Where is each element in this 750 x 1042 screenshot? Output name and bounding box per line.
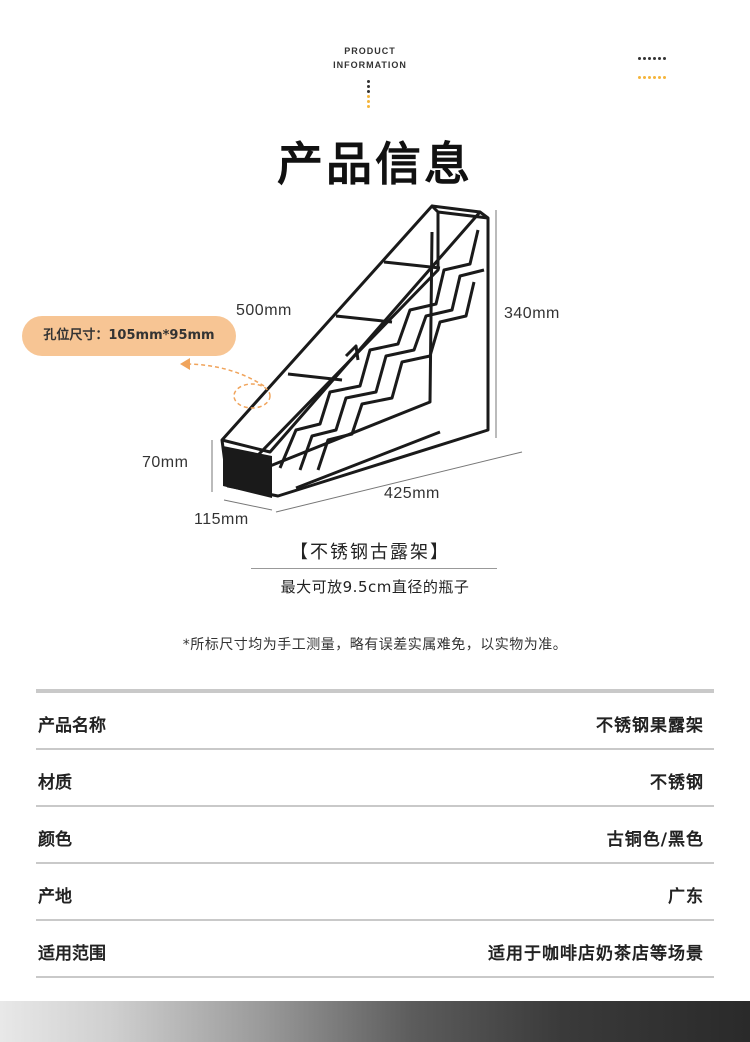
vertical-dots-decoration [367,80,371,110]
spec-value: 适用于咖啡店奶茶店等场景 [488,944,704,964]
spec-label: 适用范围 [38,944,106,964]
base-height-dimension: 70mm [142,454,189,471]
hole-size-callout: 孔位尺寸：105mm*95mm [22,316,236,356]
spec-label: 产地 [38,887,72,907]
table-bottom-rule [36,976,714,978]
table-row: 颜色 古铜色/黑色 [36,805,714,862]
length-dimension: 500mm [236,302,292,319]
header-english-label: PRODUCT INFORMATION [333,46,407,70]
spec-value: 不锈钢 [650,773,704,793]
rack-illustration [180,204,523,513]
grid-dots-decoration [638,47,678,85]
table-row: 产品名称 不锈钢果露架 [36,691,714,748]
spec-table: 产品名称 不锈钢果露架 材质 不锈钢 颜色 古铜色/黑色 产地 广东 适用范围 … [36,689,714,978]
height-dimension: 340mm [504,305,560,322]
bottom-photo-strip [0,1001,750,1042]
table-row: 产地 广东 [36,862,714,919]
spec-label: 颜色 [38,830,72,850]
spec-label: 材质 [38,773,72,793]
spec-value: 不锈钢果露架 [596,716,704,736]
spec-value: 广东 [668,887,704,907]
table-row: 材质 不锈钢 [36,748,714,805]
product-caption-title: 【不锈钢古露架】 [290,542,450,563]
depth-dimension: 115mm [194,511,249,528]
width-dimension: 425mm [384,485,440,502]
page-title: 产品信息 [277,137,473,191]
caption-divider [251,568,497,569]
spec-label: 产品名称 [38,716,106,736]
spec-value: 古铜色/黑色 [606,830,704,850]
measurement-note: *所标尺寸均为手工测量，略有误差实属难免，以实物为准。 [182,637,568,653]
table-row: 适用范围 适用于咖啡店奶茶店等场景 [36,919,714,976]
product-caption-subtitle: 最大可放9.5cm直径的瓶子 [280,578,470,596]
table-top-rule [36,689,714,691]
